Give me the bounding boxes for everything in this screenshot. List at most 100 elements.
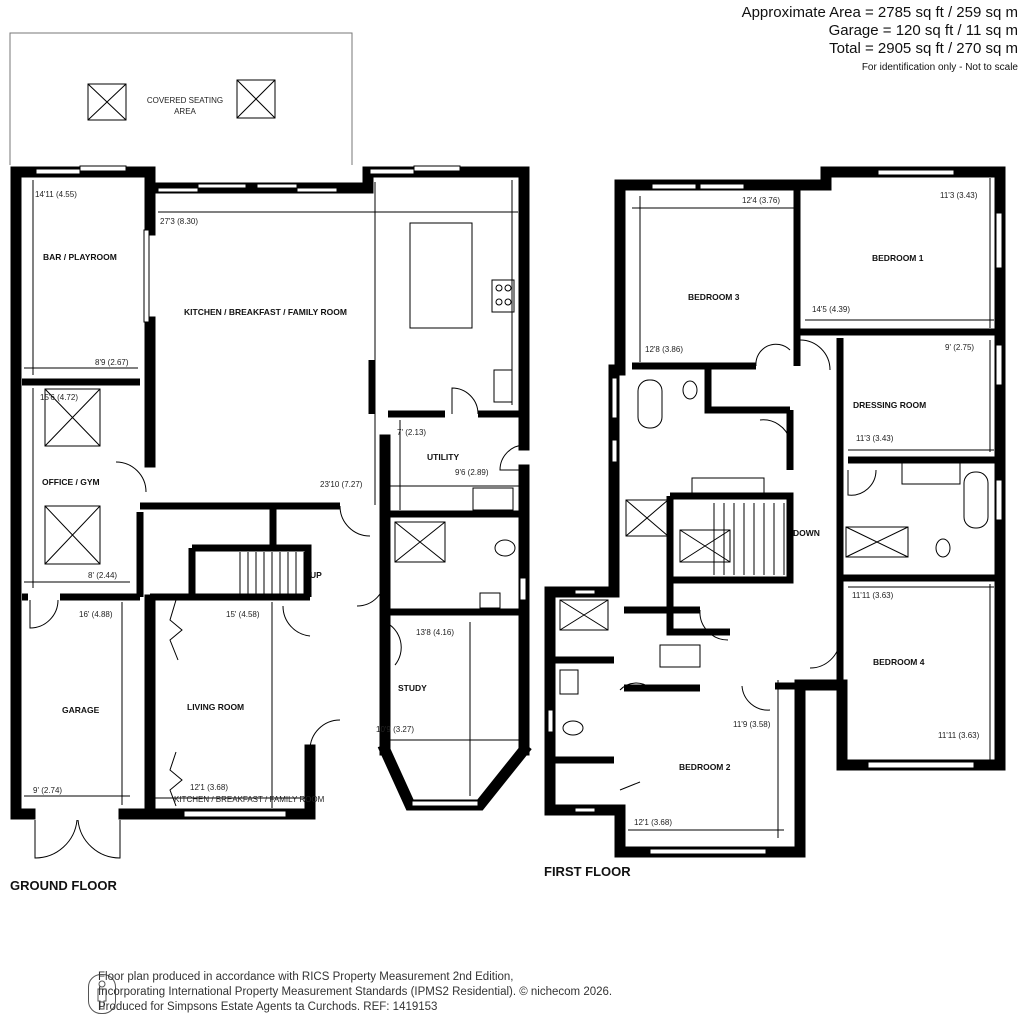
door-swing bbox=[699, 609, 729, 641]
door-swing bbox=[339, 505, 371, 537]
sink-icon bbox=[493, 369, 513, 403]
window bbox=[197, 183, 247, 189]
dim-dressing-width: 11'3 (3.43) bbox=[856, 434, 894, 443]
dim-bedroom4-width: 11'11 (3.63) bbox=[852, 591, 894, 600]
dim-living-length: 15' (4.58) bbox=[226, 610, 260, 619]
shower-icon bbox=[559, 599, 609, 631]
wall bbox=[150, 506, 312, 601]
double-basin-icon bbox=[691, 477, 765, 497]
total-area: Total = 2905 sq ft / 270 sq m bbox=[829, 40, 1018, 57]
wall bbox=[377, 742, 532, 811]
skylight-icon bbox=[44, 505, 101, 565]
skylight-icon bbox=[44, 388, 101, 447]
bath-icon bbox=[637, 379, 663, 429]
room-label-kitchen: KITCHEN / BREAKFAST / FAMILY ROOM bbox=[184, 307, 347, 317]
door-swing bbox=[755, 343, 791, 367]
first-floor-title: FIRST FLOOR bbox=[544, 864, 631, 879]
dim-kitchen-length: 23'10 (7.27) bbox=[320, 480, 363, 489]
door-swing bbox=[309, 719, 341, 751]
window bbox=[413, 165, 461, 172]
first-floor-plan: BEDROOM 3 12'4 (3.76) 12'8 (3.86) BEDROO… bbox=[544, 166, 1006, 879]
door-swing bbox=[356, 577, 386, 607]
hob-icon bbox=[491, 279, 515, 313]
bifold-doors bbox=[169, 599, 183, 807]
area-summary: Approximate Area = 2785 sq ft / 259 sq m… bbox=[742, 4, 1018, 73]
garage-doors bbox=[34, 819, 121, 859]
room-label-garage: GARAGE bbox=[62, 705, 100, 715]
stairs-down-label: DOWN bbox=[793, 528, 820, 538]
window bbox=[296, 187, 338, 193]
door-swing bbox=[799, 339, 831, 371]
dim-bedroom3-width: 12'4 (3.76) bbox=[742, 196, 780, 205]
room-label-office-gym: OFFICE / GYM bbox=[42, 477, 100, 487]
person-in-circle-icon bbox=[88, 974, 116, 1014]
wall bbox=[22, 378, 144, 601]
wall bbox=[10, 166, 156, 468]
dim-bedroom3-length: 12'8 (3.86) bbox=[645, 345, 683, 354]
dim-bedroom4-length: 11'11 (3.63) bbox=[938, 731, 980, 740]
footer-line: Floor plan produced in accordance with R… bbox=[98, 971, 514, 983]
window bbox=[995, 479, 1003, 521]
footer-line: Produced for Simpsons Estate Agents ta C… bbox=[98, 1001, 438, 1013]
room-label-bedroom-1: BEDROOM 1 bbox=[872, 253, 924, 263]
room-label-bedroom-4: BEDROOM 4 bbox=[873, 657, 925, 667]
footer-notes: Floor plan produced in accordance with R… bbox=[98, 970, 612, 1015]
door-swing bbox=[282, 605, 311, 637]
door-swing bbox=[759, 419, 791, 441]
door-swing bbox=[451, 387, 479, 415]
dim-kitchen-width: 27'3 (8.30) bbox=[160, 217, 198, 226]
window bbox=[519, 577, 527, 601]
wall bbox=[614, 166, 1006, 858]
dim-garage-width: 9' (2.74) bbox=[33, 786, 62, 795]
dim-bedroom2-length: 11'9 (3.58) bbox=[733, 720, 771, 729]
staircase-down bbox=[679, 503, 785, 575]
dimension-lines bbox=[628, 178, 994, 838]
window bbox=[157, 187, 199, 193]
wall bbox=[555, 366, 800, 764]
window bbox=[877, 169, 955, 176]
overlap-kitchen-label: KITCHEN / BREAKFAST / FAMILY ROOM bbox=[174, 795, 325, 804]
footer-line: Incorporating International Property Mea… bbox=[98, 986, 613, 998]
dim-bedroom1-width: 14'5 (4.39) bbox=[812, 305, 850, 314]
window bbox=[995, 212, 1003, 269]
wall bbox=[544, 364, 626, 816]
dim-utility-width: 9'6 (2.89) bbox=[455, 468, 489, 477]
window bbox=[369, 168, 415, 175]
window bbox=[867, 761, 975, 769]
ground-floor-title: GROUND FLOOR bbox=[10, 878, 117, 893]
basin-icon bbox=[559, 669, 579, 695]
window bbox=[574, 807, 596, 813]
window bbox=[574, 589, 596, 595]
dim-dressing-depth: 9' (2.75) bbox=[945, 343, 974, 352]
room-label-utility: UTILITY bbox=[427, 452, 459, 462]
dim-study-width: 10'9 (3.27) bbox=[376, 725, 414, 734]
bath-icon bbox=[963, 471, 989, 529]
door-swing bbox=[619, 781, 641, 791]
room-label-bar-playroom: BAR / PLAYROOM bbox=[43, 252, 117, 262]
garage-area: Garage = 120 sq ft / 11 sq m bbox=[828, 22, 1018, 39]
sink-icon bbox=[659, 644, 701, 668]
room-label-bedroom-3: BEDROOM 3 bbox=[688, 292, 740, 302]
window bbox=[256, 183, 298, 189]
shower-icon bbox=[625, 499, 669, 537]
dimension-lines bbox=[24, 180, 522, 808]
basin-icon bbox=[479, 592, 501, 609]
door-swing bbox=[115, 461, 147, 493]
window bbox=[699, 183, 745, 190]
window bbox=[411, 800, 479, 807]
window bbox=[183, 810, 287, 818]
dim-garage-length: 16' (4.88) bbox=[79, 610, 113, 619]
disclaimer: For identification only - Not to scale bbox=[861, 62, 1018, 73]
toilet-icon bbox=[682, 380, 698, 400]
covered-seating-outline bbox=[9, 32, 353, 165]
door-swing bbox=[619, 682, 651, 691]
window bbox=[611, 439, 618, 463]
window bbox=[649, 848, 767, 855]
wall bbox=[632, 190, 1000, 685]
door-swing bbox=[384, 621, 402, 666]
dim-bar-width: 8'9 (2.67) bbox=[95, 358, 129, 367]
door-swing bbox=[499, 444, 525, 471]
